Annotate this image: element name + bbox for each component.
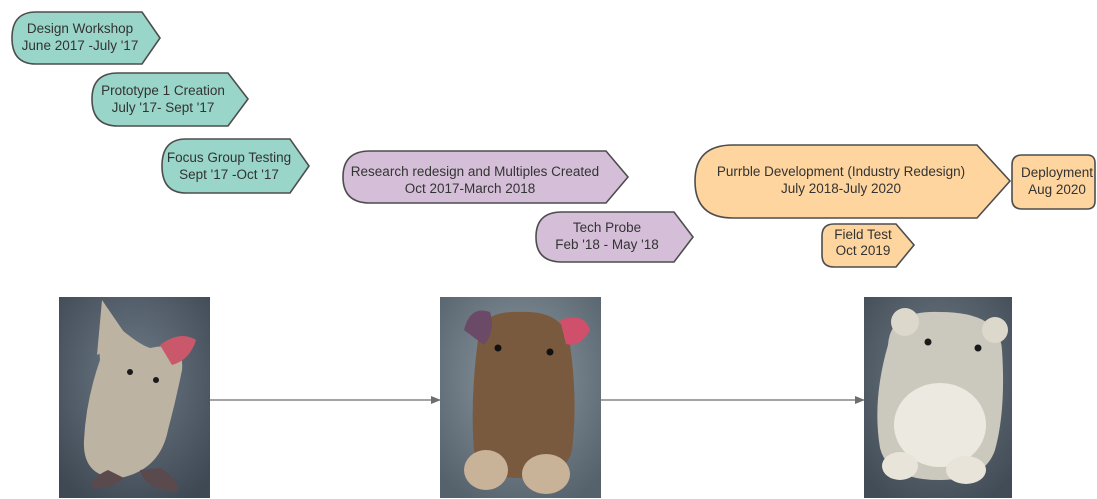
phase-shape [535,211,695,263]
phase-dates: Feb '18 - May '18 [555,237,658,252]
phase-shape [11,11,161,65]
phase-research-redesign: Research redesign and Multiples Created … [342,150,630,204]
phase-shape [821,223,916,268]
phase-title: Research redesign and Multiples Created [351,164,599,179]
phase-deployment: Deployment Aug 2020 [1011,154,1096,210]
phase-shape [1011,154,1096,210]
phase-dates: July '17- Sept '17 [112,100,215,115]
phase-focus-group-testing: Focus Group Testing Sept '17 -Oct '17 [161,138,310,194]
phase-dates: June 2017 -July '17 [22,38,139,53]
phase-title: Purrble Development (Industry Redesign) [717,164,965,179]
phase-title: Focus Group Testing [167,150,291,165]
phase-design-workshop: Design Workshop June 2017 -July '17 [11,11,161,65]
phase-shape [694,144,1012,219]
phase-title: Deployment [1021,165,1093,180]
phase-title: Prototype 1 Creation [101,83,225,98]
phase-dates: Aug 2020 [1028,182,1086,197]
phase-title: Design Workshop [27,21,133,36]
phase-dates: Oct 2017-March 2018 [405,181,536,196]
phase-shape [342,150,630,204]
phase-title: Tech Probe [573,220,641,235]
photo-research-redesign [440,297,601,498]
phase-field-test: Field Test Oct 2019 [821,223,916,268]
phase-dates: July 2018-July 2020 [781,181,901,196]
phase-tech-probe: Tech Probe Feb '18 - May '18 [535,211,695,263]
phase-dates: Oct 2019 [836,243,891,258]
phase-title: Field Test [834,227,892,242]
photo-prototype-1 [59,297,210,498]
phase-shape [161,138,310,194]
photo-purrble [864,297,1012,498]
phase-dates: Sept '17 -Oct '17 [179,167,279,182]
phase-purrble-development: Purrble Development (Industry Redesign) … [694,144,1012,219]
phase-shape [91,72,250,127]
phase-prototype-1-creation: Prototype 1 Creation July '17- Sept '17 [91,72,250,127]
